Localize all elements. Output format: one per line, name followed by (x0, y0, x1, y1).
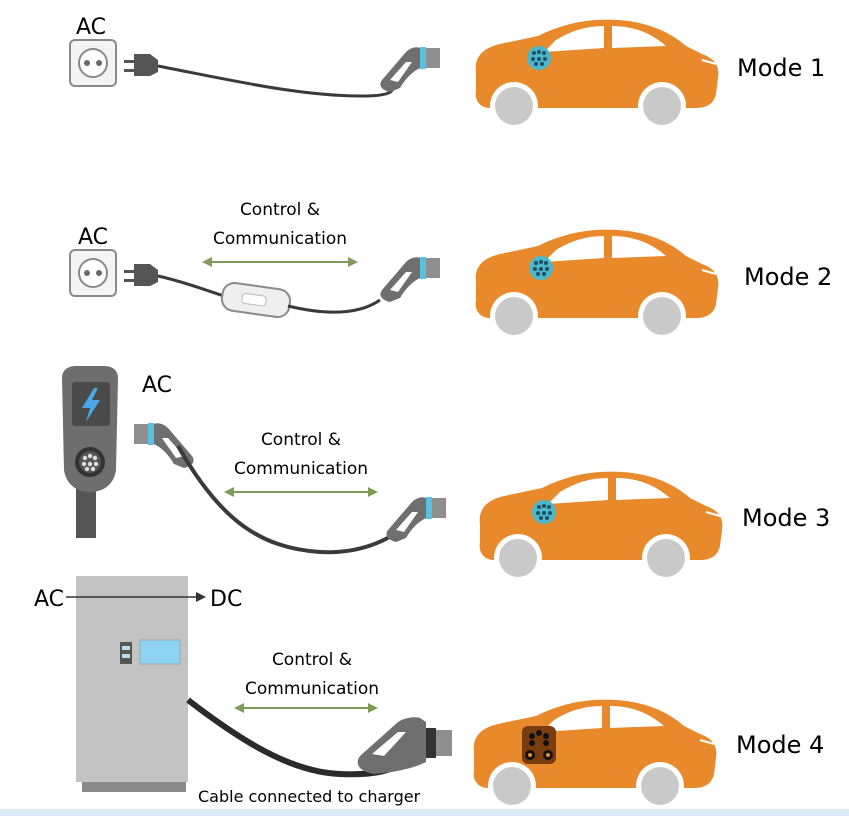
ev-connector-icon (386, 497, 446, 542)
mode-1-row: AC Mode 1 (69, 15, 825, 131)
cable-caption: Cable connected to charger (198, 787, 421, 806)
ccs-inlet-icon (522, 726, 556, 764)
mode-1-label: Mode 1 (737, 54, 825, 82)
charging-cable (176, 445, 406, 555)
car-icon (474, 228, 720, 341)
charging-cable (157, 64, 394, 98)
control-label: Control & (261, 430, 341, 450)
mode-2-ac-label: AC (78, 225, 108, 250)
car-icon (478, 470, 724, 583)
mode-2-row: AC Control & Communication Mode 2 (69, 200, 832, 341)
car-icon (472, 698, 718, 811)
mode-3-ac-label: AC (142, 373, 172, 398)
ev-connector-icon (380, 47, 440, 92)
mode-3-row: AC Control & Communication Mode 3 (62, 366, 830, 583)
mode-4-row: AC DC Control & Communication Mode 4 Cab… (34, 576, 824, 811)
mains-plug-icon (124, 54, 158, 76)
mode-4-ac-label: AC (34, 587, 64, 612)
ac-inlet-icon (527, 46, 551, 70)
mains-plug-icon (124, 264, 158, 286)
in-cable-control-box-icon (220, 281, 292, 319)
communication-label: Communication (245, 679, 379, 699)
charging-cable (287, 298, 381, 314)
control-communication-arrow (224, 487, 378, 497)
ev-connector-icon (380, 257, 440, 302)
mode-1-ac-label: AC (76, 15, 106, 40)
communication-label: Communication (234, 459, 368, 479)
control-label: Control & (240, 200, 320, 220)
ac-inlet-icon (532, 500, 556, 524)
ac-inlet-icon (529, 256, 553, 280)
communication-label: Communication (213, 229, 347, 249)
wallbox-charger-icon (62, 366, 118, 538)
dc-charger-cabinet-icon (76, 576, 188, 792)
dc-connector-icon (357, 717, 452, 774)
wall-socket-icon (69, 39, 117, 87)
bottom-strip (0, 809, 849, 816)
ac-dc-arrow (66, 592, 206, 602)
wall-socket-icon (69, 249, 117, 297)
station-side-connector-icon (134, 423, 194, 468)
mode-4-label: Mode 4 (736, 731, 824, 759)
mode-4-dc-label: DC (210, 587, 242, 612)
car-icon (474, 18, 720, 131)
control-communication-arrow (234, 703, 378, 713)
control-label: Control & (272, 650, 352, 670)
control-communication-arrow (202, 257, 358, 267)
mode-3-label: Mode 3 (742, 504, 830, 532)
charging-cable (157, 274, 225, 298)
mode-2-label: Mode 2 (744, 263, 832, 291)
